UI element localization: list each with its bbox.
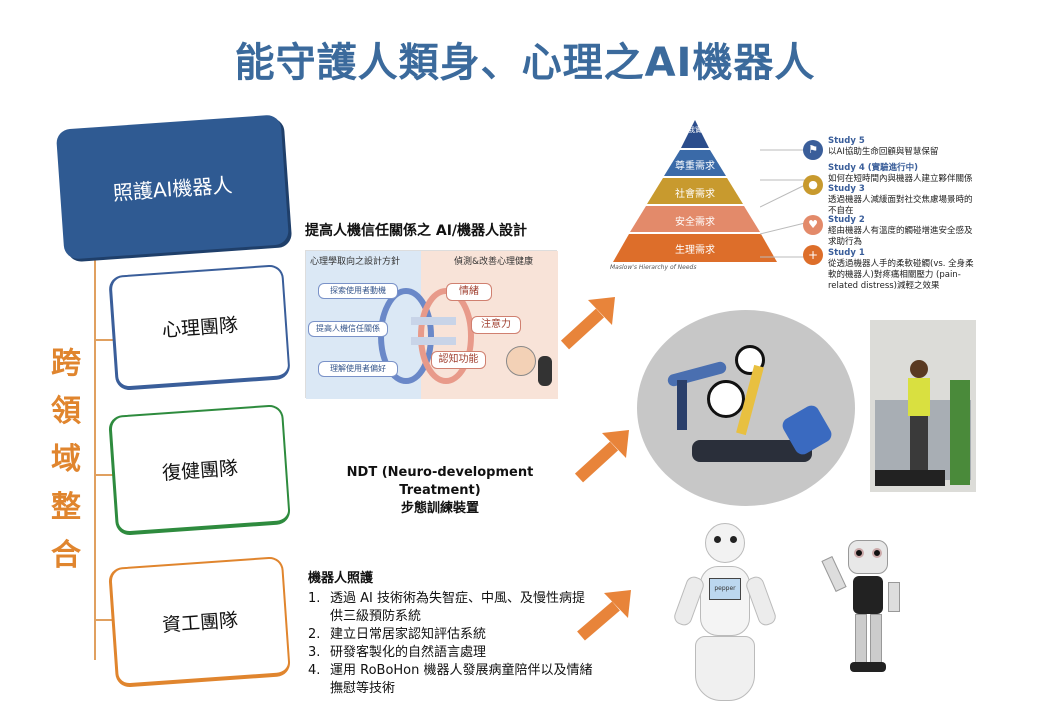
person-icon: ●	[803, 175, 823, 195]
study-title: Study 3	[828, 184, 865, 194]
team-card-cs: 資工團隊	[108, 556, 291, 688]
maslow-pyramid: 自我實現 尊重需求 社會需求 安全需求 生理需求	[605, 118, 785, 268]
pepper-robot-image: pepper	[670, 518, 780, 708]
gait-training-photo	[870, 320, 976, 492]
arrow-icon	[577, 590, 631, 641]
study-item: Study 3 透過機器人減緩面對社交焦慮場景時的不自在	[828, 184, 978, 217]
study-title: Study 2	[828, 215, 865, 225]
team-label-psychology: 心理團隊	[161, 314, 239, 342]
psych-right-item: 情緒	[446, 283, 492, 301]
ndt-line2: 步態訓練裝置	[400, 501, 479, 516]
team-label-rehab: 復健團隊	[161, 456, 239, 485]
psych-diagram: 心理學取向之設計方針 偵測&改善心理健康 探索使用者動機 提高人機信任關係 理解…	[305, 250, 558, 399]
robot-illustration	[538, 356, 552, 386]
vertical-char: 跨	[51, 346, 81, 381]
study-item: Study 5 以AI協助生命回顧與智慧保留	[828, 136, 1028, 158]
vertical-char: 領	[51, 394, 81, 429]
arrow-icon	[574, 430, 629, 483]
robot-care-section: 機器人照護 1.透過 AI 技術術為失智症、中風、及慢性病提供三級預防系統 2.…	[308, 570, 593, 698]
pyramid-level: 生理需求	[675, 245, 715, 256]
pyramid-level: 安全需求	[675, 217, 715, 228]
pyramid-caption: Maslow's Hierarchy of Needs	[610, 264, 697, 271]
ndt-label: NDT (Neuro-development Treatment) 步態訓練裝置	[310, 464, 570, 518]
pyramid-level: 尊重需求	[675, 161, 715, 172]
pyramid-level: 社會需求	[675, 189, 715, 200]
pyramid-level: 自我實現	[681, 126, 709, 134]
psych-left-item: 提高人機信任關係	[308, 321, 388, 337]
flag-icon: ⚑	[803, 140, 823, 160]
robot-care-heading: 機器人照護	[308, 571, 374, 586]
psych-right-item: 認知功能	[431, 351, 486, 369]
psych-left-item: 理解使用者偏好	[318, 361, 398, 377]
cross-domain-label: 跨 領 域 整 合	[46, 340, 86, 580]
pepper-tablet: pepper	[709, 578, 741, 600]
care-ai-robot-label: 照護AI機器人	[112, 172, 234, 205]
study-item: Study 1 從透過機器人手的柔軟碰觸(vs. 全身柔軟的機器人)對疼痛相關壓…	[828, 248, 978, 292]
study-text: 從透過機器人手的柔軟碰觸(vs. 全身柔軟的機器人)對疼痛相關壓力 (pain-…	[828, 259, 974, 291]
study-title: Study 5	[828, 136, 865, 146]
psych-right-header: 偵測&改善心理健康	[454, 257, 534, 267]
ndt-device-image	[637, 310, 855, 506]
pyramid-shape	[613, 120, 777, 262]
vertical-char: 整	[51, 490, 81, 525]
page-title: 能守護人類身、心理之AI機器人	[234, 40, 816, 86]
psych-left-item: 探索使用者動機	[318, 283, 398, 299]
study-item: Study 4 (實驗進行中) 如何在短時間內與機器人建立夥伴關係	[828, 163, 978, 185]
ndt-line1: NDT (Neuro-development Treatment)	[346, 465, 534, 498]
vertical-char: 合	[51, 538, 81, 573]
robot-care-item: 4.運用 RoBoHon 機器人發展病童陪伴以及情緒撫慰等技術	[308, 663, 593, 696]
study-text: 以AI協助生命回顧與智慧保留	[828, 147, 939, 157]
team-label-cs: 資工團隊	[161, 608, 239, 637]
study-item: Study 2 經由機器人有溫度的觸碰增進安全感及求助行為	[828, 215, 978, 248]
robohon-robot-image	[818, 532, 918, 682]
study-text: 經由機器人有溫度的觸碰增進安全感及求助行為	[828, 226, 973, 247]
person-illustration	[506, 346, 536, 376]
robot-care-item: 1.透過 AI 技術術為失智症、中風、及慢性病提供三級預防系統	[308, 591, 585, 624]
care-ai-robot-box: 照護AI機器人	[55, 114, 290, 260]
psych-section-heading: 提高人機信任關係之 AI/機器人設計	[305, 223, 528, 239]
psych-right-item: 注意力	[471, 316, 521, 334]
robot-care-item: 2.建立日常居家認知評估系統	[308, 627, 487, 642]
arrow-icon	[560, 297, 615, 350]
heart-icon: ♥	[803, 215, 823, 235]
team-card-psychology: 心理團隊	[108, 264, 291, 391]
psych-left-header: 心理學取向之設計方針	[310, 257, 401, 267]
study-title: Study 1	[828, 248, 865, 258]
robot-care-item: 3.研發客製化的自然語言處理	[308, 645, 487, 660]
team-card-rehab: 復健團隊	[108, 404, 291, 536]
vertical-char: 域	[51, 442, 81, 477]
plus-icon: +	[803, 245, 823, 265]
study-title: Study 4 (實驗進行中)	[828, 163, 918, 173]
study-connectors	[760, 149, 806, 258]
study-text: 如何在短時間內與機器人建立夥伴關係	[828, 174, 973, 184]
study-text: 透過機器人減緩面對社交焦慮場景時的不自在	[828, 195, 973, 216]
